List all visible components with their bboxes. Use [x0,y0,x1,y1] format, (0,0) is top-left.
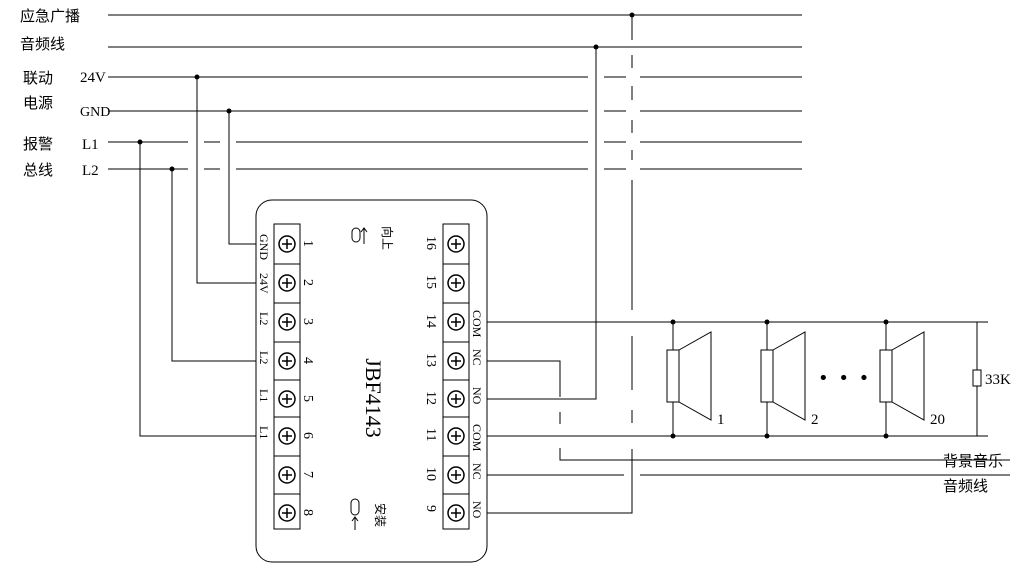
speaker-number: 2 [811,412,819,428]
label-alarm: 报警 [23,135,53,153]
label-background-music: 背景音乐 [943,452,1003,470]
terminal-label: COM [470,424,484,452]
label-audio-line-left: 音频线 [20,35,65,53]
install-icon [350,498,360,530]
screw-icon [447,235,465,253]
left-terminal-8: 8 [274,493,315,522]
terminal-label: GND [257,234,271,260]
terminal-label: L2 [257,351,271,364]
install-label: 安装 [373,503,388,527]
label-bus: 总线 [23,161,53,179]
up-label: 向上 [380,226,395,250]
left-terminal-1: 1 GND [257,234,315,260]
left-terminal-7: 7 [274,455,315,484]
label-l2: L2 [82,163,99,179]
resistor-label: 33K [985,372,1011,388]
screw-icon [447,427,465,445]
output-wires [487,12,1010,514]
left-terminal-3: 3 L2 [257,302,315,331]
screw-icon [447,390,465,408]
screw-icon [278,235,296,253]
right-terminal-10: 10 NC [423,455,484,484]
terminal-label: COM [470,310,484,338]
speaker-icon: 1 [666,319,725,439]
terminal-label: L2 [257,312,271,325]
label-emergency-broadcast: 应急广播 [20,7,80,25]
left-terminal-2: 2 24V [257,263,315,294]
terminal-number: 13 [423,353,438,367]
terminal-label: NC [470,349,484,366]
module-body [255,199,488,563]
right-terminal-14: 14 COM [423,302,484,338]
label-linkage: 联动 [23,69,53,87]
terminal-number: 4 [300,357,315,364]
left-terminal-4: 4 L2 [257,341,315,370]
speaker-icon: 2 [760,319,819,439]
speaker-group: 1 2 20 [666,319,945,439]
right-terminal-15: 15 [423,263,469,292]
right-terminal-13: 13 NC [423,341,484,370]
speaker-ellipsis: • • • [818,368,871,389]
terminal-number: 2 [300,279,315,286]
terminal-number: 3 [300,318,315,325]
terminal-number: 9 [423,505,438,512]
right-terminal-9: 9 NO [423,493,484,522]
screw-icon [447,352,465,370]
terminal-label: NO [470,387,484,405]
terminal-label: 24V [257,273,271,294]
screw-icon [278,274,296,292]
terminal-number: 16 [423,236,438,250]
screw-icon [447,274,465,292]
right-terminal-12: 12 NO [423,379,484,408]
label-audio-line-right: 音频线 [943,477,988,495]
bus-lines [108,14,802,170]
screw-icon [278,313,296,331]
terminal-label: NO [470,501,484,519]
terminal-label: NC [470,463,484,480]
screw-icon [278,352,296,370]
terminal-label: L1 [257,389,271,402]
terminal-number: 7 [300,471,315,478]
speaker-number: 20 [930,412,945,428]
terminal-number: 15 [423,275,438,289]
module-model: JBF4143 [361,358,386,437]
label-gnd: GND [80,105,110,120]
screw-icon [278,427,296,445]
screw-icon [447,504,465,522]
terminal-label: L1 [257,426,271,439]
terminal-number: 5 [300,395,315,402]
left-terminal-6: 6 L1 [257,416,315,445]
terminal-number: 6 [300,432,315,439]
terminal-number: 11 [423,428,438,441]
terminal-number: 14 [423,314,438,328]
speaker-number: 1 [717,412,725,428]
screw-icon [447,313,465,331]
terminal-number: 1 [300,240,315,247]
left-terminal-5: 5 L1 [257,379,315,408]
right-terminal-11: 11 COM [423,416,484,452]
screw-icon [278,504,296,522]
speaker-icon: 20 [879,319,945,439]
terminal-number: 12 [423,391,438,405]
label-power: 电源 [23,94,53,112]
up-arrow-icon [351,227,368,244]
label-l1: L1 [82,137,99,153]
terminal-number: 8 [300,509,315,516]
terminal-number: 10 [423,467,438,481]
resistor-icon [972,322,982,436]
screw-icon [278,466,296,484]
screw-icon [447,466,465,484]
left-feed-wires [137,74,274,437]
right-terminal-16: 16 [423,235,465,253]
label-24v: 24V [80,70,106,86]
screw-icon [278,390,296,408]
